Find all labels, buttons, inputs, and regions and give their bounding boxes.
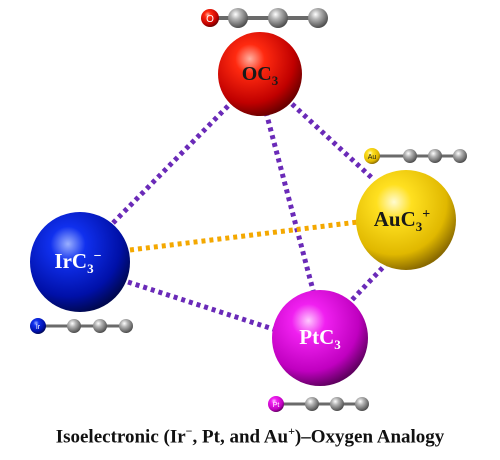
sphere-irc3 (30, 212, 130, 312)
atom-c2 (428, 149, 442, 163)
atom-ir-label: Ir (36, 324, 41, 331)
chain-ir-ccc: Ir (30, 318, 133, 334)
chain-o-ccc: O (201, 8, 328, 28)
sphere-oc3 (218, 32, 302, 116)
node-oc3: OC3 (218, 32, 302, 116)
atom-c1 (403, 149, 417, 163)
bond-lines (110, 102, 390, 333)
node-auc3: AuC3+ (356, 170, 456, 270)
atom-c2 (268, 8, 288, 28)
atom-pt-label: Pt (273, 402, 280, 409)
chain-au-ccc: Au (364, 148, 467, 164)
bond-oc3-auc3 (290, 102, 374, 180)
atom-c2 (330, 397, 344, 411)
label-auc3: AuC3+ (374, 207, 431, 234)
atom-c3 (308, 8, 328, 28)
sphere-ptc3 (272, 290, 368, 386)
label-oc3: OC3 (242, 63, 279, 88)
atom-c3 (453, 149, 467, 163)
atom-c3 (119, 319, 133, 333)
atom-c1 (228, 8, 248, 28)
atom-c1 (67, 319, 81, 333)
atom-c2 (93, 319, 107, 333)
bond-oc3-ptc3 (263, 111, 317, 295)
bond-oc3-irc3 (110, 104, 230, 226)
atom-c1 (305, 397, 319, 411)
analogy-diagram: OC3 IrC3− AuC3+ PtC3 O Au (30, 8, 467, 412)
label-irc3: IrC3− (54, 249, 101, 276)
atom-o (201, 9, 219, 27)
caption: Isoelectronic (Ir−, Pt, and Au+)–Oxygen … (55, 424, 445, 448)
bond-irc3-ptc3 (127, 279, 277, 333)
label-ptc3: PtC3 (299, 325, 341, 352)
sphere-auc3 (356, 170, 456, 270)
atom-au (364, 148, 380, 164)
atom-ir (30, 318, 46, 334)
node-irc3: IrC3− (30, 212, 130, 312)
atom-pt (268, 396, 284, 412)
atom-o-label: O (206, 14, 214, 25)
atom-au-label: Au (368, 154, 377, 161)
chain-pt-ccc: Pt (268, 396, 369, 412)
node-ptc3: PtC3 (272, 290, 368, 386)
atom-c3 (355, 397, 369, 411)
bond-irc3-auc3 (129, 219, 359, 253)
bond-auc3-ptc3 (348, 260, 390, 304)
